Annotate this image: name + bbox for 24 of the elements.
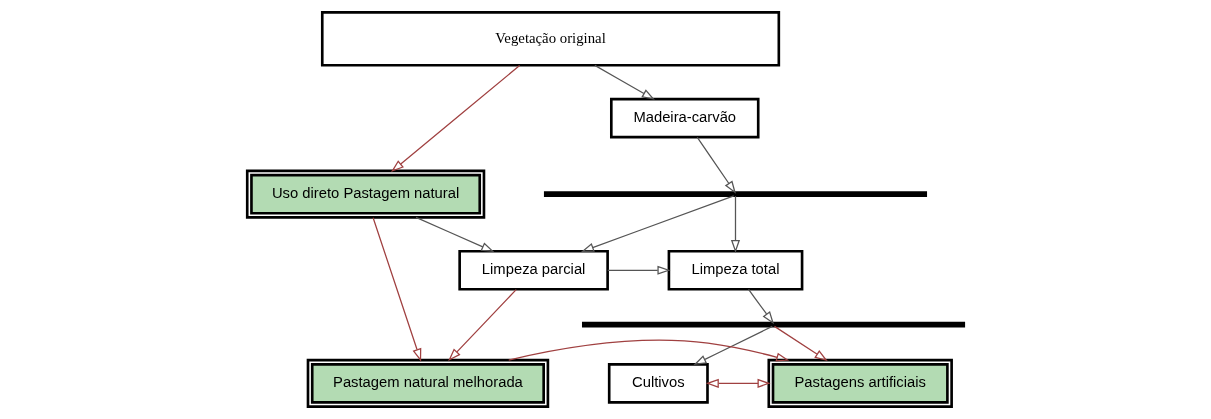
node-box: Limpeza parcial xyxy=(458,249,609,291)
node-box: Pastagens artificiais xyxy=(767,358,953,408)
node-box: Limpeza total xyxy=(667,249,804,291)
arrow xyxy=(773,325,828,362)
arrow xyxy=(594,64,655,100)
arrow xyxy=(607,265,671,275)
node-bar xyxy=(582,321,966,328)
arrow xyxy=(705,378,771,388)
arrow xyxy=(372,217,422,362)
arrow xyxy=(580,195,735,252)
arrow xyxy=(696,136,736,194)
node-bar xyxy=(543,191,928,198)
arrow xyxy=(508,339,790,362)
node-box: Vegetação original xyxy=(320,11,781,67)
arrow xyxy=(390,64,521,173)
arrow xyxy=(415,216,495,252)
arrow xyxy=(730,195,741,254)
arrow xyxy=(448,289,517,362)
arrow xyxy=(693,325,773,366)
node-box: Cultivos xyxy=(607,363,709,404)
node-box: Uso direto Pastagem natural xyxy=(245,169,486,219)
node-box: Madeira-carvão xyxy=(610,97,760,139)
node-box: Pastagem natural melhorada xyxy=(306,358,550,408)
arrow xyxy=(747,288,775,325)
